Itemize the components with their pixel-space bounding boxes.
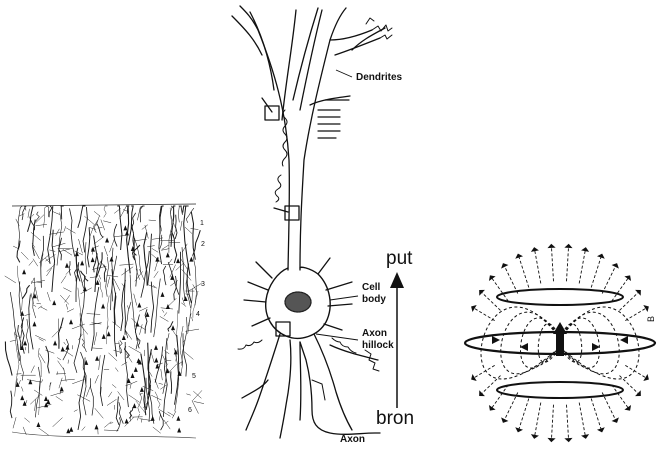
leader-line [316,334,358,340]
label-axon-hillock-2: hillock [362,340,394,351]
label-body: body [362,294,386,305]
basal-dendrite [244,300,266,302]
label-put: put [386,248,413,269]
probe-line [274,208,288,212]
dipole-field-diagram: B [465,244,656,441]
spiny-dendrite [275,175,281,202]
label-dendrites: Dendrites [356,72,403,83]
arrow-up-icon [390,272,404,288]
leader-line [330,296,358,300]
layer-number-2: 2 [201,241,205,248]
lower-dendrite [246,334,280,430]
label-cell: Cell [362,282,381,293]
recording-site-box [285,206,299,220]
dendrite-branch [250,12,274,90]
lower-dendrite [300,342,301,420]
axon [312,380,325,400]
pyramidal-neuron-drawing [232,6,392,438]
label-axon-hillock-1: Axon [362,328,387,339]
basal-dendrite [252,318,270,326]
lower-dendrite [314,334,352,430]
layer-number-4: 4 [196,311,200,318]
basal-dendrite [248,282,268,290]
layer-number-3: 3 [201,281,205,288]
axon [300,342,380,434]
label-b: B [646,316,656,322]
label-axon: Axon [340,434,365,445]
layer-number-6: 6 [188,407,192,414]
dendrite-branch [282,10,296,120]
dendrite-branch [335,38,380,55]
leader-line [336,70,352,77]
cortex-tissue-drawing [5,204,204,438]
nucleus [285,292,311,312]
field-ring-bottom [497,382,623,398]
basal-dendrite [318,258,330,274]
recording-site-box [265,106,279,120]
probe-line [262,98,272,112]
field-ring-top [497,289,623,305]
basal-dendrite [256,262,272,278]
synaptic-terminals [318,100,349,138]
basal-dendrite [328,304,352,306]
layer-number-5: 5 [192,373,196,380]
field-side-label: B [646,316,656,322]
cortex-layer-numbers: 1 2 3 4 5 6 [188,220,205,414]
layer-number-1: 1 [200,220,204,227]
arrow-up-icon [553,322,567,334]
basal-dendrite [326,282,352,290]
dendrite-branch [232,16,262,55]
current-dipole [556,332,564,356]
label-bron: bron [376,408,414,429]
lower-dendrite [280,340,291,438]
basal-dendrite [324,324,342,330]
